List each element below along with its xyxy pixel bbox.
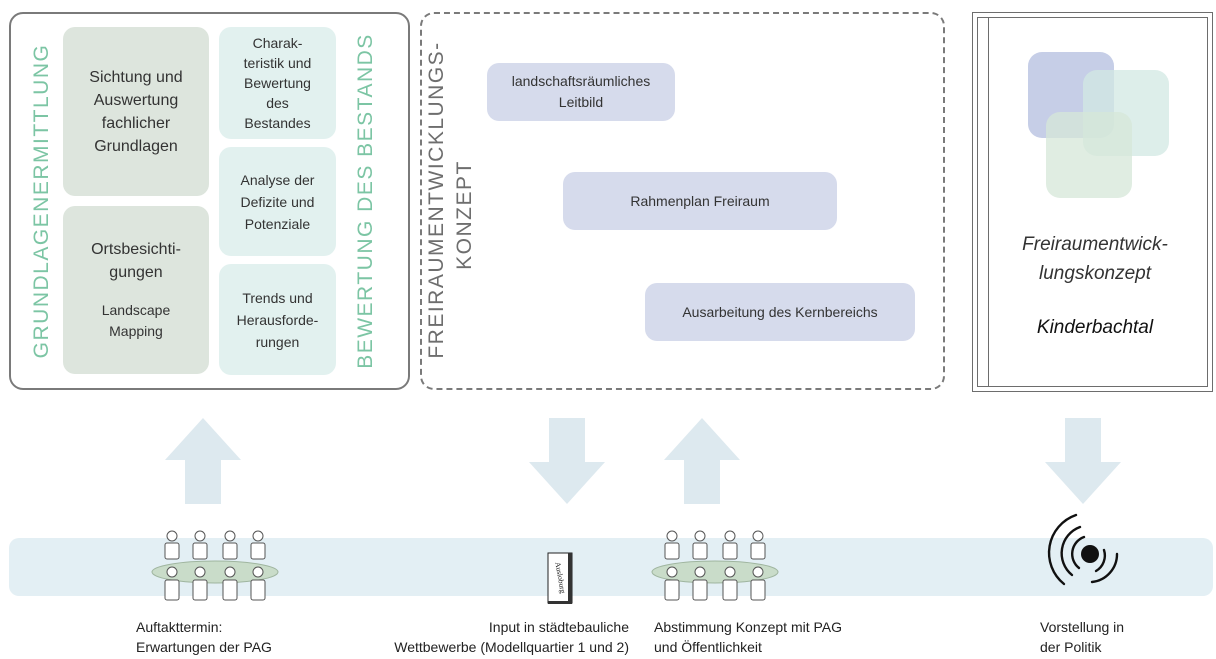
ortsbesichtigungen-box: Ortsbesichti- gungen Landscape Mapping	[63, 206, 209, 374]
arrow-up-1-icon	[165, 418, 241, 504]
caption-auftakttermin: Auftakttermin: Erwartungen der PAG	[136, 619, 272, 655]
grundlagen-panel	[9, 12, 410, 390]
freiraumentwicklungskonzept-vertical-label: FREIRAUMENTWICKLUNGS-	[425, 41, 448, 359]
broadcast-icon	[1047, 513, 1119, 586]
analyse-box: Analyse der Defizite und Potenziale	[219, 147, 336, 256]
leitbild-box: landschaftsräumliches Leitbild	[487, 63, 675, 121]
trends-box: Trends und Herausforde- rungen	[219, 264, 336, 375]
grundlagenermittlung-vertical-label: GRUNDLAGENERMITTLUNG	[30, 43, 53, 359]
bewertung-des-bestands-vertical-label: BEWERTUNG DES BESTANDS	[354, 33, 377, 369]
document-subtitle: Kinderbachtal	[1036, 317, 1154, 338]
document-cover-inner-border	[977, 17, 1208, 387]
konzept-vertical-label: KONZEPT	[453, 160, 476, 270]
overlapping-squares-logo	[1028, 52, 1169, 198]
ausloburg-book-icon: Ausloburg	[547, 552, 573, 604]
caption-vorstellung: Vorstellung in der Politik	[1040, 619, 1125, 655]
document-title: Freiraumentwick- lungskonzept	[1022, 234, 1168, 284]
meeting-table-1-icon	[151, 530, 279, 601]
freiraumentwicklungskonzept-panel	[420, 12, 945, 390]
sichtung-box: Sichtung und Auswertung fachlicher Grund…	[63, 27, 209, 196]
caption-abstimmung: Abstimmung Konzept mit PAG und Öffentlic…	[654, 619, 843, 655]
arrow-down-1-icon	[529, 418, 605, 504]
document-spine-line	[988, 17, 989, 387]
rahmenplan-box: Rahmenplan Freiraum	[563, 172, 837, 230]
charakteristik-box: Charak- teristik und Bewertung des Besta…	[219, 27, 336, 139]
arrow-up-2-icon	[664, 418, 740, 504]
kernbereich-box: Ausarbeitung des Kernbereichs	[645, 283, 915, 341]
meeting-table-2-icon	[651, 530, 779, 601]
arrow-down-2-icon	[1045, 418, 1121, 504]
document-cover-panel	[972, 12, 1213, 392]
caption-input-wettbewerbe: Input in städtebauliche Wettbewerbe (Mod…	[394, 619, 629, 655]
